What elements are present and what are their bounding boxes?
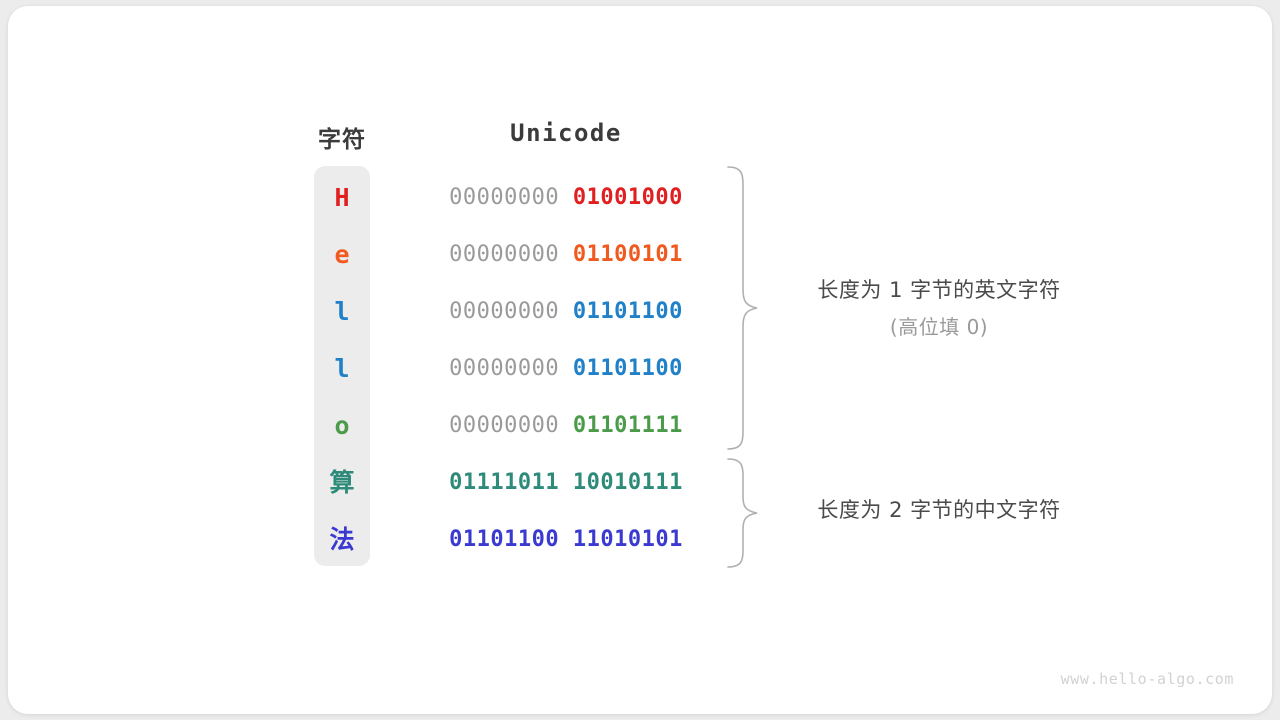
binary-high-byte: 00000000 xyxy=(449,299,560,324)
char-cell: 法 xyxy=(329,525,355,554)
annotation-one-byte-line1: 长度为 1 字节的英文字符 xyxy=(817,278,1061,302)
binary-row: 01111011 10010111 xyxy=(408,454,724,511)
annotation-two-byte: 长度为 2 字节的中文字符 xyxy=(794,494,1084,524)
char-cell: l xyxy=(334,354,350,383)
binary-row: 01101100 11010101 xyxy=(408,511,724,568)
brace-two-byte xyxy=(727,458,758,568)
binary-row: 00000000 01101111 xyxy=(408,397,724,454)
binary-high-byte: 01101100 xyxy=(449,527,560,552)
binary-low-byte: 11010101 xyxy=(572,527,683,552)
char-cell: o xyxy=(334,411,350,440)
binary-high-byte: 00000000 xyxy=(449,413,560,438)
header-char-column: 字符 xyxy=(318,126,366,152)
binary-row: 00000000 01101100 xyxy=(408,283,724,340)
binary-row: 00000000 01101100 xyxy=(408,340,724,397)
annotation-two-byte-line1: 长度为 2 字节的中文字符 xyxy=(817,498,1061,522)
watermark: www.hello-algo.com xyxy=(1060,670,1234,688)
binary-high-byte: 01111011 xyxy=(449,470,560,495)
binary-low-byte: 01101100 xyxy=(572,356,683,381)
binary-high-byte: 00000000 xyxy=(449,356,560,381)
header-unicode-column: Unicode xyxy=(510,119,622,147)
char-cell: l xyxy=(334,297,350,326)
annotation-one-byte: 长度为 1 字节的英文字符 (高位填 0) xyxy=(794,274,1084,340)
binary-low-byte: 01100101 xyxy=(572,242,683,267)
brace-one-byte xyxy=(727,166,758,450)
binary-high-byte: 00000000 xyxy=(449,242,560,267)
binary-high-byte: 00000000 xyxy=(449,185,560,210)
diagram-card: 字符 Unicode H 00000000 01001000 e 00000000 0… xyxy=(8,6,1272,714)
char-column-background xyxy=(314,166,370,566)
char-cell: H xyxy=(334,183,350,212)
binary-row: 00000000 01100101 xyxy=(408,226,724,283)
binary-low-byte: 01101111 xyxy=(572,413,683,438)
binary-low-byte: 01001000 xyxy=(572,185,683,210)
char-cell: 算 xyxy=(329,468,355,497)
char-cell: e xyxy=(334,240,350,269)
annotation-one-byte-line2: (高位填 0) xyxy=(889,315,989,339)
binary-row: 00000000 01001000 xyxy=(408,169,724,226)
binary-low-byte: 10010111 xyxy=(572,470,683,495)
binary-low-byte: 01101100 xyxy=(572,299,683,324)
